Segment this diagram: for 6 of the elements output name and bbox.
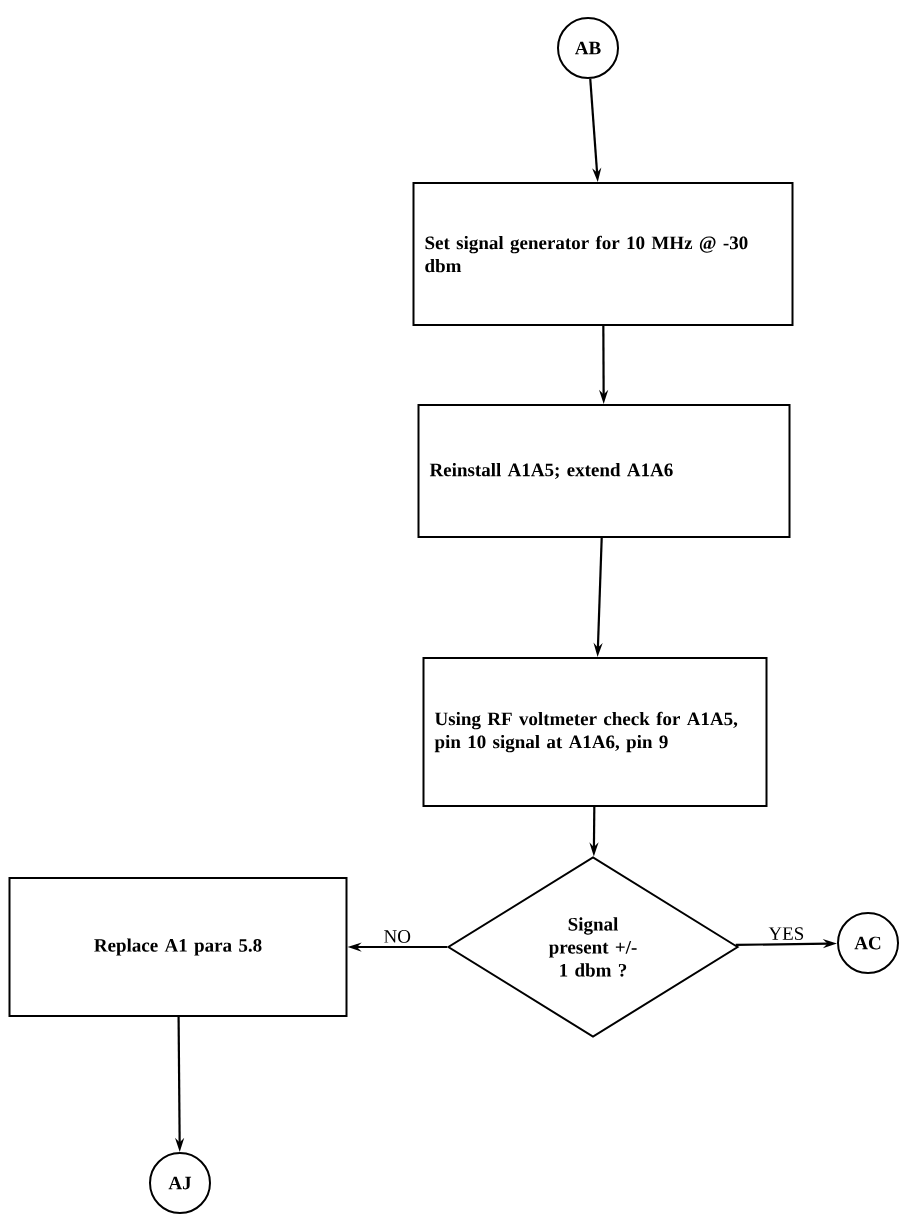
process-box: Using RF voltmeter check for A1A5, pin 10 signal at A1A6, pin 9 — [422, 657, 768, 807]
edge-label: NO — [382, 929, 412, 944]
edge-label: YES — [767, 926, 806, 941]
process-box: Set signal generator for 10 MHz @ -30 dbm — [412, 182, 794, 326]
process-box: Replace A1 para 5.8 — [8, 877, 348, 1017]
process-box: Reinstall A1A5; extend A1A6 — [417, 404, 791, 538]
